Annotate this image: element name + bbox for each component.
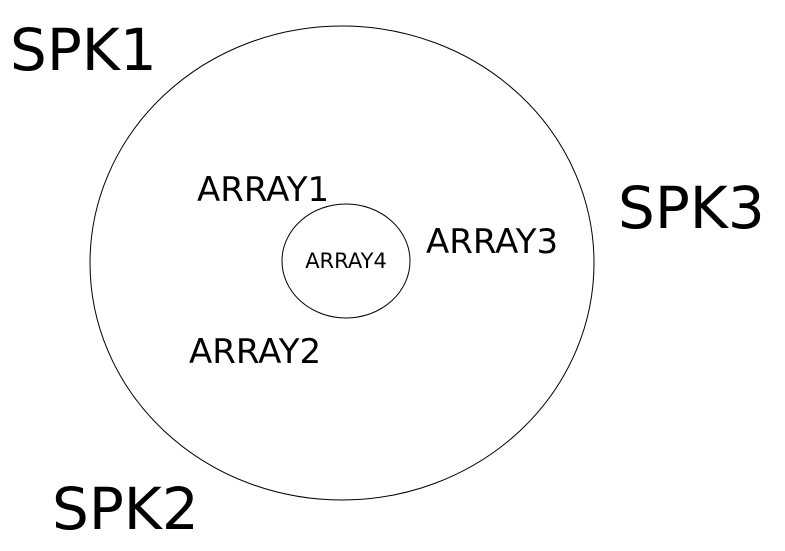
outer-circle	[89, 25, 595, 501]
array-label-array4: ARRAY4	[305, 249, 387, 273]
array-label-array3: ARRAY3	[426, 222, 558, 262]
array-label-array1: ARRAY1	[197, 170, 329, 210]
array-label-array2: ARRAY2	[189, 332, 321, 372]
speaker-label-spk2: SPK2	[52, 475, 199, 543]
speaker-label-spk3: SPK3	[618, 174, 765, 242]
inner-circle	[281, 203, 411, 319]
speaker-label-spk1: SPK1	[10, 16, 157, 84]
